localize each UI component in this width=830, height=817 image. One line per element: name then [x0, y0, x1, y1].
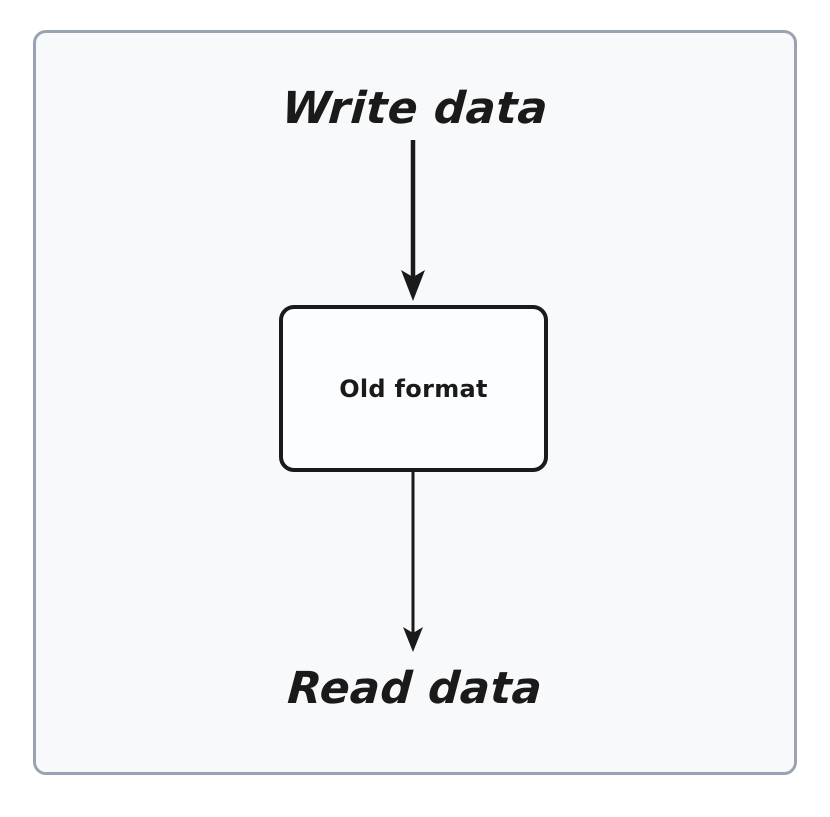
node-label-write-data: Write data [280, 83, 550, 134]
node-old-format[interactable]: Old format [279, 305, 548, 472]
node-label-read-data: Read data [285, 663, 545, 714]
node-label-old-format: Old format [339, 374, 488, 403]
